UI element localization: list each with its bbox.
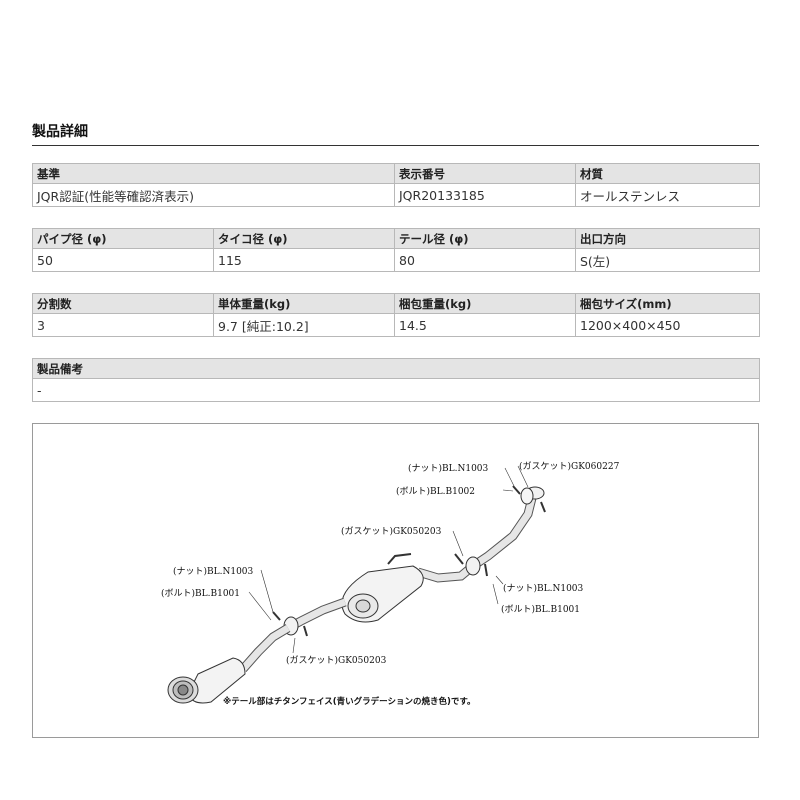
value-remarks: - (32, 378, 760, 402)
value-package-weight: 14.5 (394, 313, 576, 337)
table-row: 50 115 80 S(左) (32, 248, 760, 272)
label-gasket-top: (ガスケット)GK060227 (519, 462, 620, 472)
label-nut-right: (ナット)BL.N1003 (503, 584, 584, 594)
header-remarks: 製品備考 (32, 358, 760, 379)
spec-table-standard: 基準 表示番号 材質 JQR認証(性能等確認済表示) JQR20133185 オ… (32, 163, 760, 207)
label-gasket-low: (ガスケット)GK050203 (286, 656, 387, 666)
value-tail-diameter: 80 (394, 248, 576, 272)
value-silencer-diameter: 115 (213, 248, 395, 272)
label-bolt-right: (ボルト)BL.B1001 (501, 605, 580, 615)
title-divider (32, 145, 759, 146)
exhaust-parts-diagram: (ナット)BL.N1003 (ガスケット)GK060227 (ボルト)BL.B1… (32, 423, 759, 738)
value-display-number: JQR20133185 (394, 183, 576, 207)
exhaust-illustration (167, 465, 546, 704)
label-bolt-left: (ボルト)BL.B1001 (161, 589, 240, 599)
header-package-weight: 梱包重量(kg) (394, 293, 576, 314)
value-unit-weight: 9.7 [純正:10.2] (213, 313, 395, 337)
table-header-row: パイプ径 (φ) タイコ径 (φ) テール径 (φ) 出口方向 (32, 228, 760, 249)
header-unit-weight: 単体重量(kg) (213, 293, 395, 314)
table-row: - (32, 378, 760, 402)
header-standard: 基準 (32, 163, 395, 184)
header-package-size: 梱包サイズ(mm) (575, 293, 760, 314)
value-exit-direction: S(左) (575, 248, 760, 272)
header-exit-direction: 出口方向 (575, 228, 760, 249)
spec-table-diameters: パイプ径 (φ) タイコ径 (φ) テール径 (φ) 出口方向 50 115 8… (32, 228, 760, 272)
value-pipe-diameter: 50 (32, 248, 214, 272)
label-bolt-top: (ボルト)BL.B1002 (396, 487, 475, 497)
header-tail-diameter: テール径 (φ) (394, 228, 576, 249)
value-sections: 3 (32, 313, 214, 337)
spec-table-weights: 分割数 単体重量(kg) 梱包重量(kg) 梱包サイズ(mm) 3 9.7 [純… (32, 293, 760, 337)
section-title: 製品詳細 (32, 124, 88, 140)
table-header-row: 基準 表示番号 材質 (32, 163, 760, 184)
diagram-note: ※テール部はチタンフェイス(青いグラデーションの焼き色)です。 (223, 697, 476, 707)
header-sections: 分割数 (32, 293, 214, 314)
table-row: JQR認証(性能等確認済表示) JQR20133185 オールステンレス (32, 183, 760, 207)
value-material: オールステンレス (575, 183, 760, 207)
header-pipe-diameter: パイプ径 (φ) (32, 228, 214, 249)
spec-table-remarks: 製品備考 - (32, 358, 760, 402)
header-display-number: 表示番号 (394, 163, 576, 184)
table-header-row: 製品備考 (32, 358, 760, 379)
value-package-size: 1200×400×450 (575, 313, 760, 337)
header-silencer-diameter: タイコ径 (φ) (213, 228, 395, 249)
label-nut-top: (ナット)BL.N1003 (408, 464, 489, 474)
table-row: 3 9.7 [純正:10.2] 14.5 1200×400×450 (32, 313, 760, 337)
value-standard: JQR認証(性能等確認済表示) (32, 183, 395, 207)
label-gasket-mid: (ガスケット)GK050203 (341, 527, 442, 537)
label-nut-left: (ナット)BL.N1003 (173, 567, 254, 577)
table-header-row: 分割数 単体重量(kg) 梱包重量(kg) 梱包サイズ(mm) (32, 293, 760, 314)
header-material: 材質 (575, 163, 760, 184)
